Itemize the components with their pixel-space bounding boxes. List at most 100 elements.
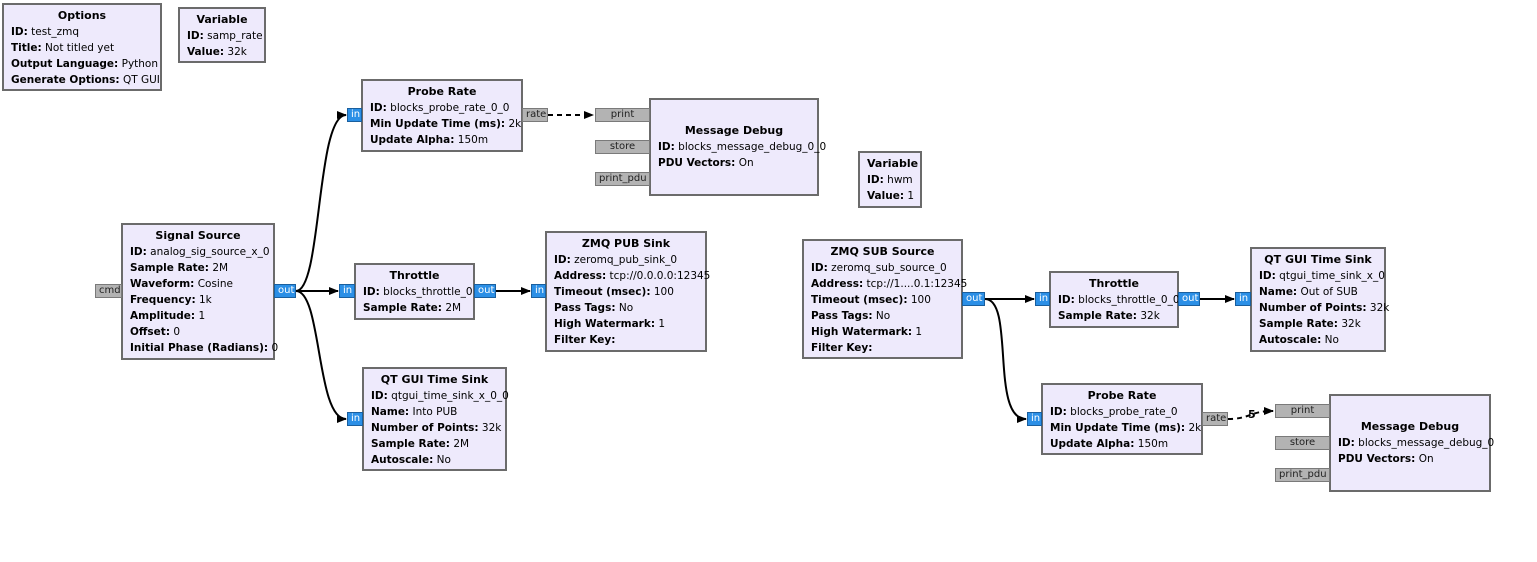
block-title: Throttle bbox=[389, 269, 440, 282]
qt-gui-time-sink-block[interactable]: QT GUI Time Sink ID: qtgui_time_sink_x_0… bbox=[1250, 247, 1390, 352]
block-prop-initial-phase: Initial Phase (Radians): 0 bbox=[130, 342, 279, 354]
block-prop-min-update-time: Min Update Time (ms): 2k bbox=[1050, 422, 1202, 434]
block-prop-pass-tags: Pass Tags: No bbox=[554, 302, 634, 314]
probe-rate-in-port[interactable]: in bbox=[347, 108, 362, 122]
block-prop-offset: Offset: 0 bbox=[130, 326, 181, 338]
block-prop-id: ID: hwm bbox=[867, 174, 913, 186]
block-prop-pass-tags: Pass Tags: No bbox=[811, 310, 891, 322]
block-prop-number-of-points: Number of Points: 32k bbox=[371, 422, 502, 434]
block-prop-id: ID: samp_rate bbox=[187, 30, 263, 42]
message-debug-print-port[interactable]: print bbox=[1275, 404, 1330, 418]
block-prop-timeout: Timeout (msec): 100 bbox=[811, 294, 931, 306]
qt-gui-time-sink-in-port[interactable]: in bbox=[347, 412, 363, 426]
block-prop-sample-rate: Sample Rate: 2M bbox=[363, 302, 462, 314]
probe-rate-rate-port[interactable]: rate bbox=[1202, 412, 1228, 426]
block-prop-timeout: Timeout (msec): 100 bbox=[554, 286, 674, 298]
block-prop-sample-rate: Sample Rate: 2M bbox=[130, 262, 229, 274]
block-prop-id: ID: blocks_throttle_0 bbox=[363, 286, 473, 298]
block-prop-high-watermark: High Watermark: 1 bbox=[554, 318, 666, 330]
block-prop-id: ID: test_zmq bbox=[11, 26, 79, 38]
signal-source-out-port[interactable]: out bbox=[274, 284, 296, 298]
block-prop-update-alpha: Update Alpha: 150m bbox=[1050, 438, 1169, 450]
probe-rate-block[interactable]: Probe Rate ID: blocks_probe_rate_0_0 Min… bbox=[361, 79, 523, 152]
message-debug-block[interactable]: Message Debug ID: blocks_message_debug_0… bbox=[1329, 394, 1495, 492]
signal-source-block[interactable]: Signal Source ID: analog_sig_source_x_0 … bbox=[121, 223, 279, 360]
throttle-in-port[interactable]: in bbox=[1035, 292, 1050, 306]
block-title: Probe Rate bbox=[1087, 389, 1157, 402]
block-prop-address: Address: tcp://0.0.0.0:12345 bbox=[554, 270, 711, 282]
block-prop-high-watermark: High Watermark: 1 bbox=[811, 326, 923, 338]
zmq-pub-sink-block[interactable]: ZMQ PUB Sink ID: zeromq_pub_sink_0 Addre… bbox=[545, 231, 711, 352]
wire-signal-to-probe-rate bbox=[295, 111, 347, 292]
block-prop-id: ID: analog_sig_source_x_0 bbox=[130, 246, 270, 258]
block-prop-autoscale: Autoscale: No bbox=[371, 454, 451, 466]
block-prop-min-update-time: Min Update Time (ms): 2k bbox=[370, 118, 522, 130]
block-prop-id: ID: qtgui_time_sink_x_0_0 bbox=[371, 390, 509, 402]
block-prop-filter-key: Filter Key: bbox=[554, 334, 616, 346]
qt-gui-time-sink-in-port[interactable]: in bbox=[1235, 292, 1251, 306]
block-prop-generate-options: Generate Options: QT GUI bbox=[11, 74, 160, 86]
block-prop-id: ID: blocks_probe_rate_0_0 bbox=[370, 102, 510, 114]
block-title: ZMQ PUB Sink bbox=[581, 237, 671, 250]
zmq-sub-source-block[interactable]: ZMQ SUB Source ID: zeromq_sub_source_0 A… bbox=[802, 239, 968, 359]
block-prop-value: Value: 32k bbox=[187, 46, 247, 58]
block-title: ZMQ SUB Source bbox=[830, 245, 935, 258]
block-prop-name: Name: Out of SUB bbox=[1259, 286, 1358, 298]
message-debug-store-port[interactable]: store bbox=[595, 140, 650, 154]
block-prop-id: ID: blocks_message_debug_0_0 bbox=[658, 140, 827, 153]
block-prop-id: ID: qtgui_time_sink_x_0 bbox=[1259, 270, 1385, 282]
block-prop-sample-rate: Sample Rate: 32k bbox=[1259, 318, 1361, 330]
zmq-pub-sink-in-port[interactable]: in bbox=[531, 284, 546, 298]
block-prop-value: Value: 1 bbox=[867, 190, 915, 202]
block-title: Signal Source bbox=[155, 229, 241, 242]
options-block[interactable]: Options ID: test_zmq Title: Not titled y… bbox=[2, 3, 162, 91]
message-debug-print-port[interactable]: print bbox=[595, 108, 650, 122]
message-debug-print-pdu-port[interactable]: print_pdu bbox=[1275, 468, 1330, 482]
throttle-out-port[interactable]: out bbox=[1178, 292, 1200, 306]
connection-label: 5 bbox=[1248, 408, 1256, 421]
throttle-out-port[interactable]: out bbox=[474, 284, 496, 298]
block-prop-pdu-vectors: PDU Vectors: On bbox=[658, 156, 754, 169]
variable-samp-rate-block[interactable]: Variable ID: samp_rate Value: 32k bbox=[178, 7, 266, 63]
block-prop-id: ID: blocks_throttle_0_0 bbox=[1058, 294, 1180, 306]
block-title: Options bbox=[57, 9, 107, 22]
block-prop-output-language: Output Language: Python bbox=[11, 58, 159, 70]
block-title: Variable bbox=[196, 13, 248, 26]
throttle-block[interactable]: Throttle ID: blocks_throttle_0_0 Sample … bbox=[1049, 271, 1180, 328]
variable-hwm-block[interactable]: Variable ID: hwm Value: 1 bbox=[858, 151, 922, 208]
throttle-in-port[interactable]: in bbox=[339, 284, 355, 298]
probe-rate-block[interactable]: Probe Rate ID: blocks_probe_rate_0 Min U… bbox=[1041, 383, 1203, 455]
block-prop-name: Name: Into PUB bbox=[371, 406, 458, 418]
block-prop-id: ID: blocks_probe_rate_0 bbox=[1050, 406, 1178, 418]
block-prop-id: ID: zeromq_pub_sink_0 bbox=[554, 254, 678, 266]
block-prop-waveform: Waveform: Cosine bbox=[130, 278, 233, 290]
message-debug-print-pdu-port[interactable]: print_pdu bbox=[595, 172, 650, 186]
block-prop-filter-key: Filter Key: bbox=[811, 342, 873, 354]
signal-source-cmd-port[interactable]: cmd bbox=[95, 284, 122, 298]
probe-rate-rate-port[interactable]: rate bbox=[522, 108, 548, 122]
block-title: Message Debug bbox=[1360, 419, 1460, 433]
qt-gui-time-sink-block[interactable]: QT GUI Time Sink ID: qtgui_time_sink_x_0… bbox=[362, 367, 509, 471]
throttle-block[interactable]: Throttle ID: blocks_throttle_0 Sample Ra… bbox=[354, 263, 475, 320]
block-prop-frequency: Frequency: 1k bbox=[130, 294, 212, 306]
block-title: Throttle bbox=[1088, 277, 1140, 290]
block-title: Variable bbox=[867, 157, 919, 170]
block-title: QT GUI Time Sink bbox=[1264, 253, 1372, 266]
block-prop-amplitude: Amplitude: 1 bbox=[130, 310, 206, 322]
block-prop-update-alpha: Update Alpha: 150m bbox=[370, 134, 489, 146]
block-prop-id: ID: zeromq_sub_source_0 bbox=[811, 262, 947, 274]
wire-probe-rate-to-message-debug-2 bbox=[1227, 407, 1274, 420]
wire-signal-to-time-sink bbox=[295, 290, 347, 423]
block-title: Probe Rate bbox=[407, 85, 477, 98]
message-debug-block[interactable]: Message Debug ID: blocks_message_debug_0… bbox=[649, 98, 827, 196]
block-prop-address: Address: tcp://1....0.1:12345 bbox=[811, 278, 968, 290]
block-prop-number-of-points: Number of Points: 32k bbox=[1259, 302, 1390, 314]
block-title: Message Debug bbox=[684, 123, 784, 137]
zmq-sub-source-out-port[interactable]: out bbox=[962, 292, 985, 306]
wire-sub-to-probe-rate bbox=[984, 298, 1027, 423]
block-prop-id: ID: blocks_message_debug_0 bbox=[1338, 436, 1495, 449]
message-debug-store-port[interactable]: store bbox=[1275, 436, 1330, 450]
probe-rate-in-port[interactable]: in bbox=[1027, 412, 1042, 426]
block-prop-sample-rate: Sample Rate: 2M bbox=[371, 438, 470, 450]
